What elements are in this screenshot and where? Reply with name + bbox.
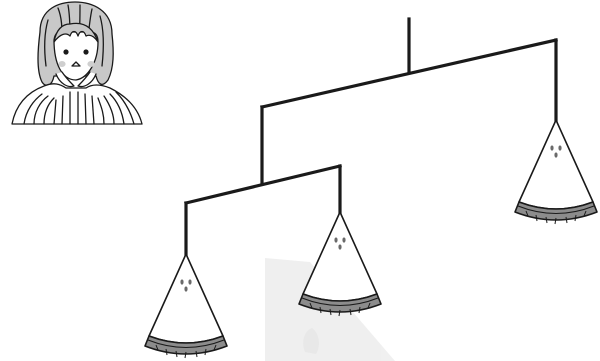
girl-right-eye [83,49,88,54]
girl-character [12,2,142,124]
watermelon-slice-icon [515,120,597,224]
watermelon-slice-icon [145,254,227,358]
balance-mobile [186,19,556,256]
girl-left-eye [63,49,68,54]
